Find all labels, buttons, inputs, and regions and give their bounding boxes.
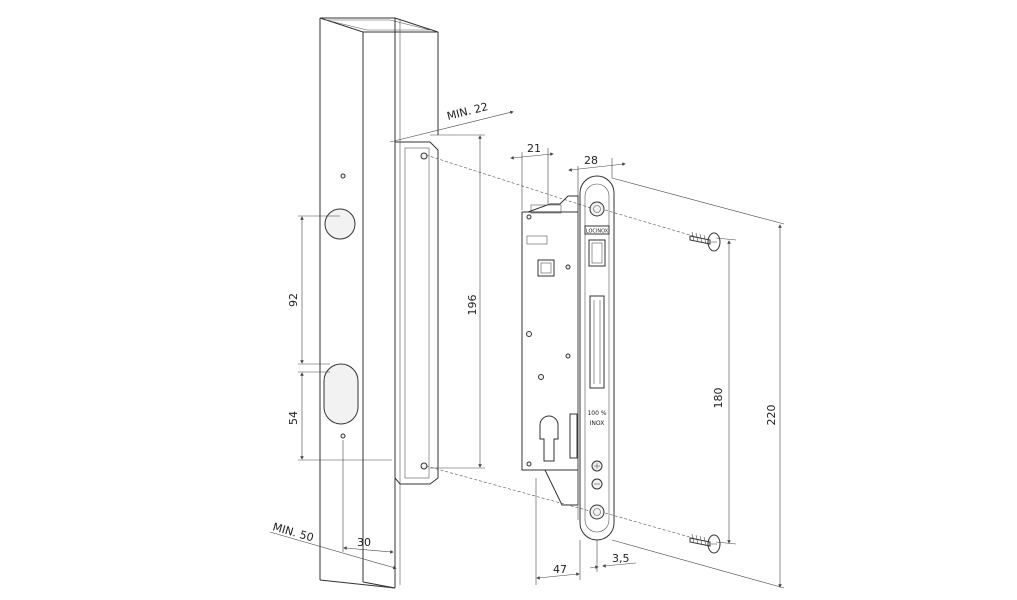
dim-92-label: 92: [287, 293, 300, 307]
faceplate-logo-badge: [584, 225, 610, 235]
dim-21: 21: [510, 142, 554, 210]
cylinder-slot-hole: [323, 363, 359, 425]
dim-47: 47: [535, 478, 581, 585]
faceplate-material-line2: INOX: [590, 420, 605, 427]
upper-round-hole: [324, 208, 356, 240]
dim-30-label: 30: [357, 536, 371, 549]
dim-21-label: 21: [527, 142, 541, 155]
dim-3-5-label: 3,5: [612, 552, 630, 565]
lock-faceplate: LOCINOX 100 % INOX: [569, 175, 615, 541]
dim-47-label: 47: [553, 563, 567, 576]
alignment-lines: [425, 154, 701, 541]
post-mortise-plate: [394, 141, 439, 485]
small-bottom-hole: [340, 433, 346, 439]
faceplate-top-screw-hole: [589, 201, 605, 217]
small-top-hole: [340, 173, 346, 179]
dead-bolt: [589, 295, 605, 389]
dim-92: 92: [287, 215, 340, 365]
dim-220-label: 220: [765, 405, 778, 426]
dim-180-label: 180: [712, 388, 725, 409]
dim-196-label: 196: [466, 295, 479, 316]
dim-54: 54: [287, 371, 392, 461]
faceplate-material-line1: 100 %: [587, 410, 606, 417]
dim-220: 220: [611, 177, 785, 589]
post-holes: [323, 173, 359, 439]
dim-min22-label: MIN. 22: [446, 100, 490, 123]
latch-bolt: [588, 239, 606, 267]
dim-28-label: 28: [584, 154, 598, 167]
dim-min50-label: MIN. 50: [271, 520, 315, 544]
dim-min50: MIN. 50: [269, 520, 397, 570]
dim-196: 196: [430, 134, 485, 469]
mounting-screw-top: [689, 231, 721, 252]
dim-28: 28: [568, 154, 626, 196]
mounting-screw-bottom: [689, 533, 721, 554]
lock-case: [521, 195, 579, 506]
dim-3-5: 3,5: [589, 540, 637, 572]
faceplate-logo-text: LOCINOX: [586, 229, 609, 235]
gate-post: [319, 17, 439, 589]
faceplate-bottom-screw-hole: [589, 504, 605, 520]
dim-min22: MIN. 22: [389, 100, 514, 143]
dim-30: 30: [342, 440, 394, 554]
dim-180: 180: [712, 237, 737, 545]
dim-54-label: 54: [287, 411, 300, 425]
